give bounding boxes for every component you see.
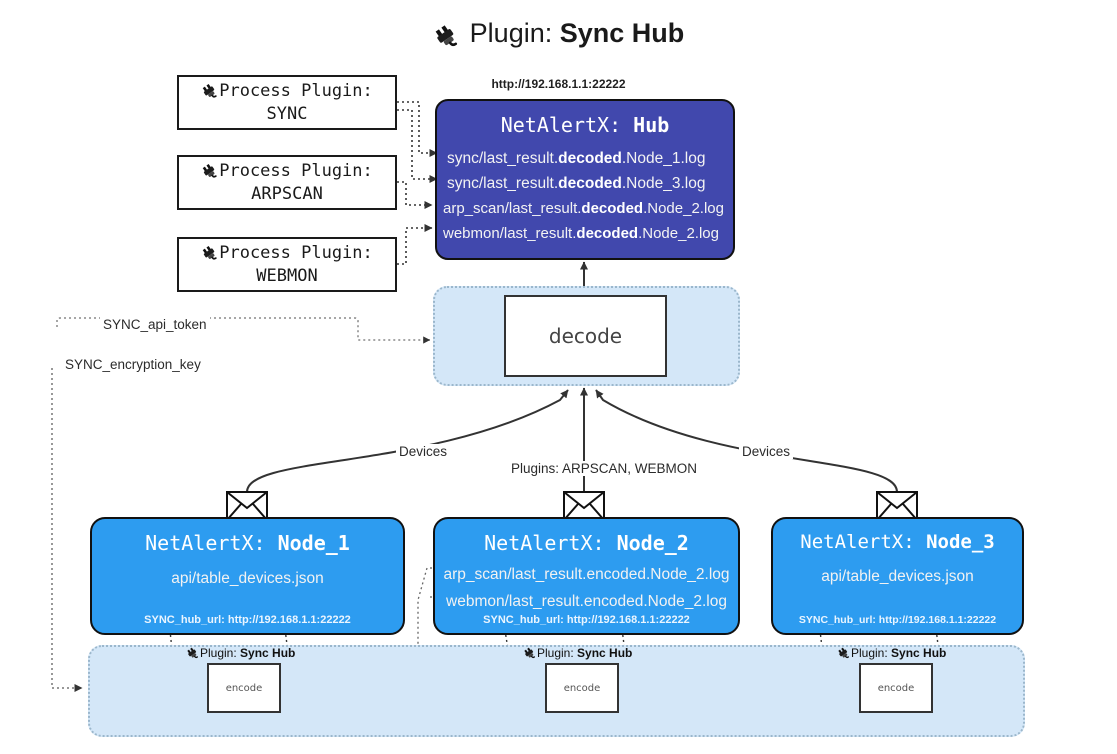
encode-box-2[interactable]: encode xyxy=(545,663,619,713)
process-plugin-webmon[interactable]: Process Plugin: WEBMON xyxy=(177,237,397,292)
node-footer: SYNC_hub_url: http://192.168.1.1:22222 xyxy=(144,614,351,626)
plug-icon xyxy=(433,22,466,50)
hub-title: NetAlertX: Hub xyxy=(500,113,670,137)
process-plugin-label: Process Plugin: xyxy=(219,160,373,181)
envelope-icon xyxy=(226,491,268,526)
encoder-caption-3: Plugin: Sync Hub xyxy=(837,646,946,660)
hub-log-line: sync/last_result.decoded.Node_1.log xyxy=(447,150,706,167)
decode-label: decode xyxy=(548,324,623,348)
plug-icon xyxy=(201,161,218,180)
encoder-caption-2: Plugin: Sync Hub xyxy=(523,646,632,660)
node-line: arp_scan/last_result.encoded.Node_2.log xyxy=(443,566,730,583)
hub-url-label: http://192.168.1.1:22222 xyxy=(491,77,626,91)
node-title: NetAlertX: Node_1 xyxy=(145,531,350,555)
page-title-name: Sync Hub xyxy=(559,18,685,48)
devices-left-label: Devices xyxy=(396,444,451,459)
envelope-icon xyxy=(876,491,918,526)
node-box-3[interactable]: NetAlertX: Node_3 api/table_devices.json… xyxy=(771,517,1024,635)
plug-icon xyxy=(201,81,218,100)
encoder-caption-1: Plugin: Sync Hub xyxy=(186,646,295,660)
node-footer: SYNC_hub_url: http://192.168.1.1:22222 xyxy=(798,614,997,626)
node-line: webmon/last_result.encoded.Node_2.log xyxy=(446,593,727,610)
node-title: NetAlertX: Node_2 xyxy=(484,531,689,555)
hub-log-line: arp_scan/last_result.decoded.Node_2.log xyxy=(443,200,724,217)
node-title: NetAlertX: Node_3 xyxy=(800,531,995,553)
page-title: Plugin: Sync Hub xyxy=(0,18,1117,51)
process-plugin-label: Process Plugin: xyxy=(219,80,373,101)
node-line: api/table_devices.json xyxy=(821,568,974,585)
plugins-center-label: Plugins: ARPSCAN, WEBMON xyxy=(508,461,701,476)
plug-icon xyxy=(523,646,536,660)
decode-box[interactable]: decode xyxy=(504,295,667,377)
hub-log-line: sync/last_result.decoded.Node_3.log xyxy=(447,175,706,192)
process-plugin-name: WEBMON xyxy=(256,265,318,286)
process-plugin-name: ARPSCAN xyxy=(251,183,323,204)
process-plugin-label: Process Plugin: xyxy=(219,242,373,263)
plug-icon xyxy=(201,243,218,262)
encode-label: encode xyxy=(563,682,601,694)
encode-label: encode xyxy=(877,682,915,694)
sync-encryption-key-label: SYNC_encryption_key xyxy=(62,357,204,372)
encode-label: encode xyxy=(225,682,263,694)
encode-box-3[interactable]: encode xyxy=(859,663,933,713)
node-line: api/table_devices.json xyxy=(171,570,324,587)
page-title-prefix: Plugin: xyxy=(469,18,560,48)
hub-log-list: sync/last_result.decoded.Node_1.log sync… xyxy=(437,146,733,246)
sync-api-token-label: SYNC_api_token xyxy=(100,317,210,332)
hub-log-line: webmon/last_result.decoded.Node_2.log xyxy=(443,225,719,242)
process-plugin-arpscan[interactable]: Process Plugin: ARPSCAN xyxy=(177,155,397,210)
node-footer: SYNC_hub_url: http://192.168.1.1:22222 xyxy=(483,614,690,626)
process-plugin-sync[interactable]: Process Plugin: SYNC xyxy=(177,75,397,130)
encode-box-1[interactable]: encode xyxy=(207,663,281,713)
plug-icon xyxy=(186,646,199,660)
node-box-2[interactable]: NetAlertX: Node_2 arp_scan/last_result.e… xyxy=(433,517,740,635)
hub-box[interactable]: NetAlertX: Hub sync/last_result.decoded.… xyxy=(435,99,735,260)
node-box-1[interactable]: NetAlertX: Node_1 api/table_devices.json… xyxy=(90,517,405,635)
devices-right-label: Devices xyxy=(739,444,794,459)
plug-icon xyxy=(837,646,850,660)
process-plugin-name: SYNC xyxy=(266,103,308,124)
envelope-icon xyxy=(563,491,605,526)
